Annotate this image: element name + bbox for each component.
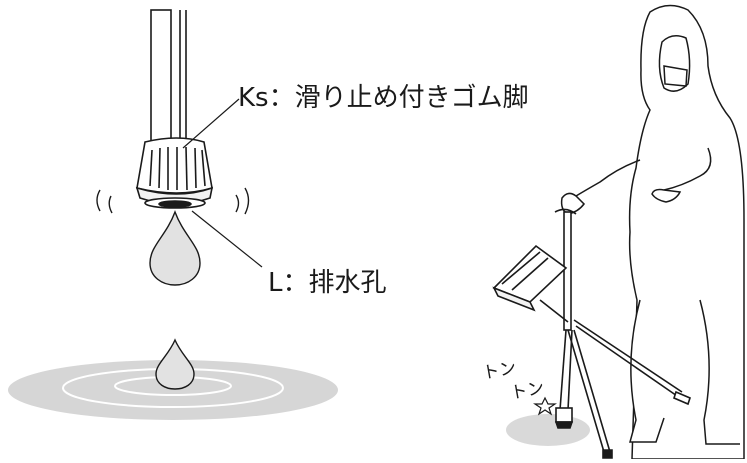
pole-detail <box>150 9 187 143</box>
person-icon <box>560 4 745 460</box>
rubber-foot-icon <box>135 137 214 209</box>
rubber-foot-label: Ks：滑り止め付きゴム脚 <box>238 83 529 113</box>
water-drop-icon <box>149 210 201 286</box>
shadow-icon <box>506 414 590 446</box>
leader-lines <box>182 98 263 268</box>
impact-star-icon <box>533 396 557 416</box>
drain-hole-label: L：排水孔 <box>268 268 387 298</box>
vibration-lines-icon <box>96 187 250 215</box>
puddle-icon <box>8 338 338 420</box>
tripod-stool-icon <box>492 208 691 459</box>
